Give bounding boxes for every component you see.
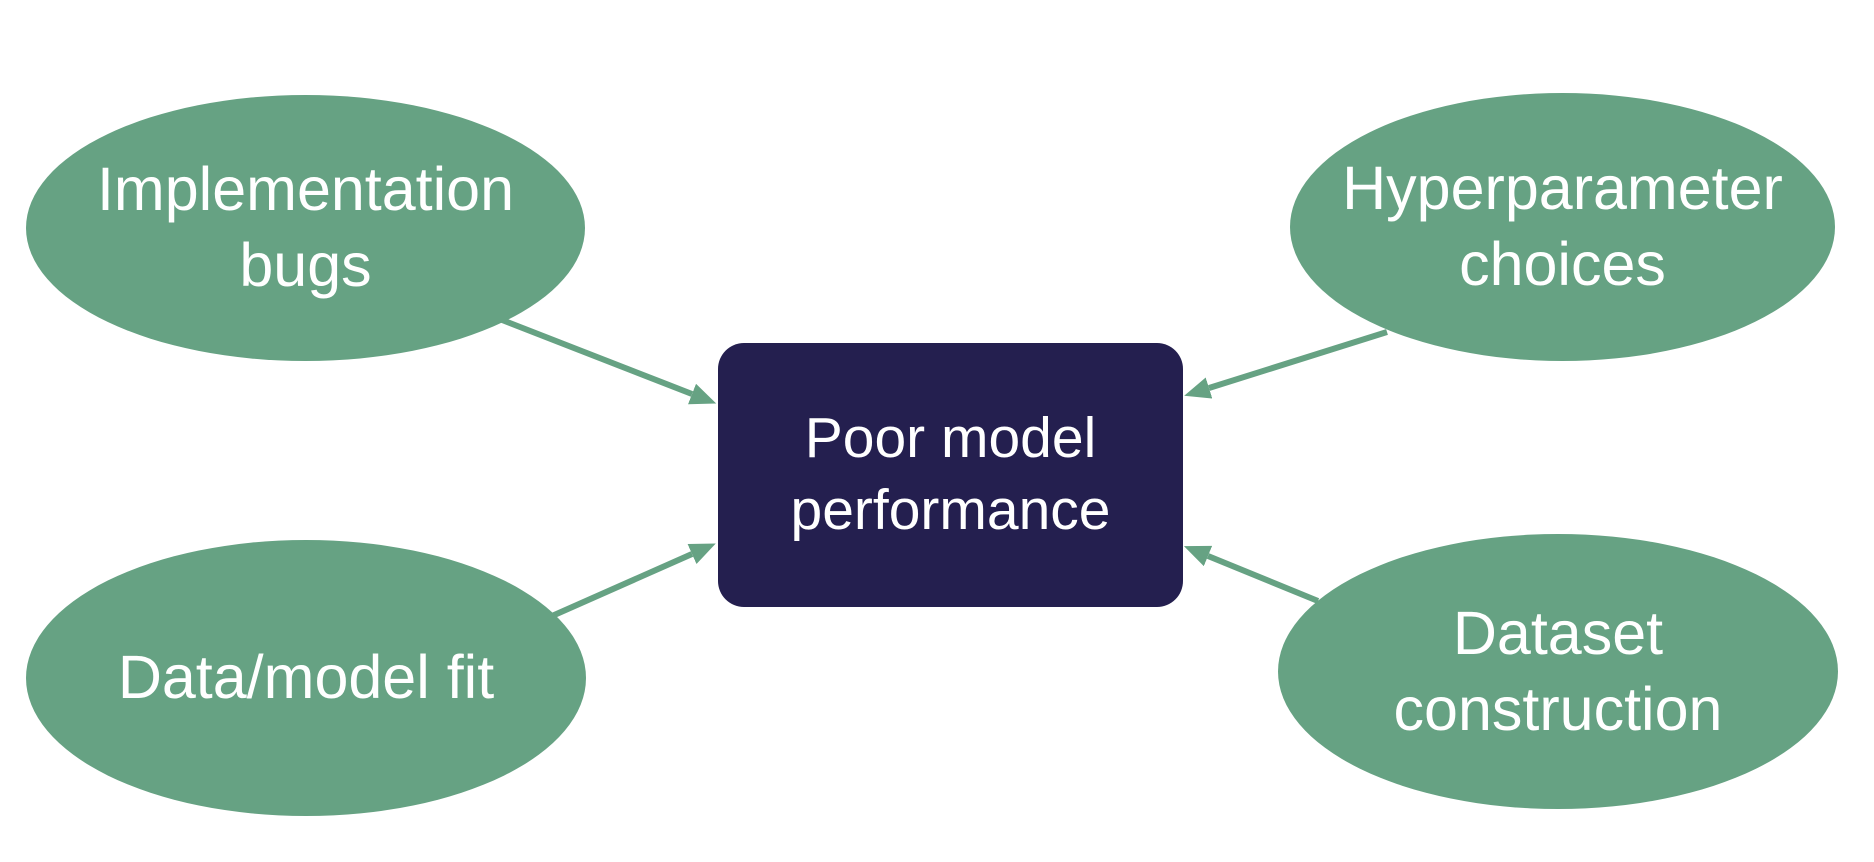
arrow-dataset-construction-to-center — [1183, 545, 1320, 604]
arrow-hyperparameter-choices-to-center — [1184, 329, 1388, 399]
node-data-model-fit: Data/model fit — [26, 540, 586, 816]
node-hyperparameter-choices: Hyperparameter choices — [1290, 93, 1835, 361]
node-data-model-fit-label: Data/model fit — [117, 643, 495, 712]
node-hyperparameter-choices-label: Hyperparameter choices — [1342, 154, 1783, 298]
node-dataset-construction: Dataset construction — [1278, 534, 1838, 809]
node-implementation-bugs-label: Implementation bugs — [96, 155, 515, 299]
arrow-implementation-bugs-to-center — [495, 315, 717, 405]
arrow-data-model-fit-to-center — [550, 543, 716, 619]
node-implementation-bugs: Implementation bugs — [26, 95, 585, 361]
node-poor-model-performance: Poor model performance — [718, 343, 1183, 607]
node-dataset-construction-label: Dataset construction — [1393, 598, 1723, 743]
node-poor-model-performance-label: Poor model performance — [790, 406, 1111, 542]
